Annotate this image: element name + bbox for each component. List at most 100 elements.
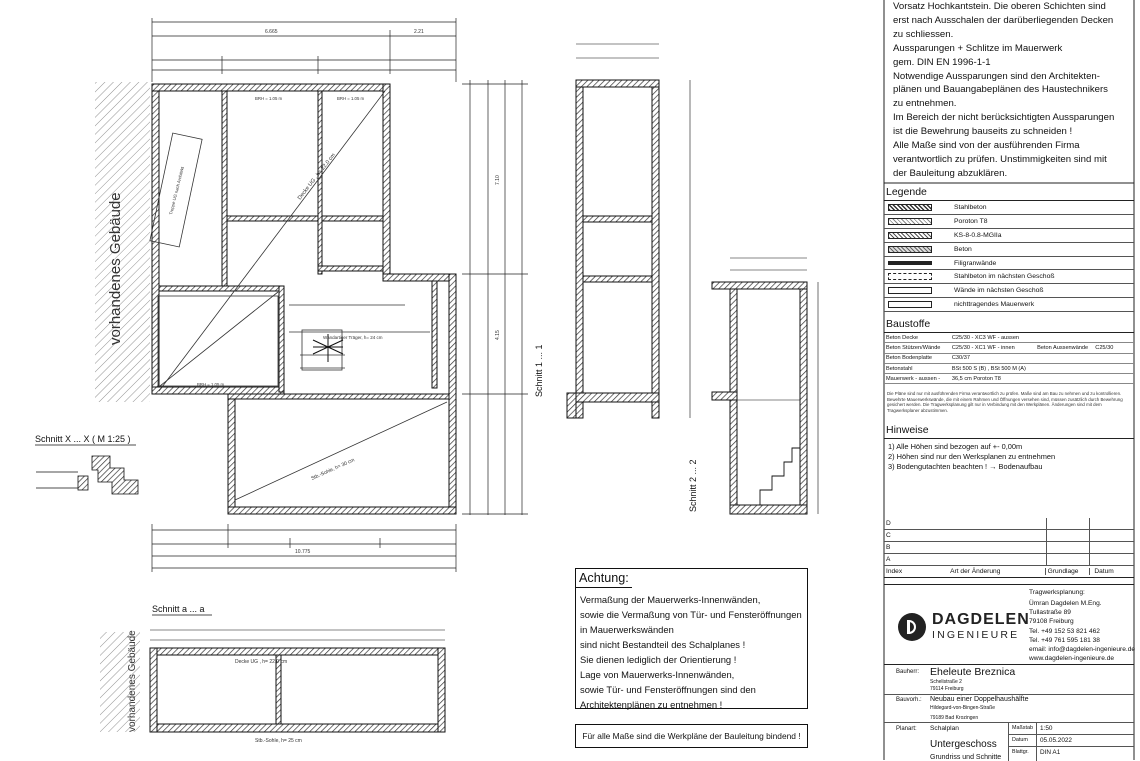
legend-row: Stahlbeton	[884, 201, 1134, 215]
legend-symbol-icon	[888, 231, 932, 239]
revision-row: A	[884, 554, 1134, 566]
note-line: Notwendige Aussparungen sind den Archite…	[893, 70, 1100, 82]
revision-basis	[1046, 518, 1089, 529]
materials-cell: Beton Bodenplatte	[886, 355, 933, 362]
section-1-drawing	[566, 43, 691, 419]
planer-line: Tel. +49 152 53 821 462	[1029, 627, 1100, 635]
materials-cell: C25/30 - XC1 WF - innen	[951, 344, 1015, 351]
legend-symbol-icon	[888, 203, 932, 211]
attention-line: in Mauerwerkswänden	[580, 624, 674, 635]
sohle-label: Stb.-Sohle, h= 30 cm	[310, 457, 355, 482]
hint-item: 1) Alle Höhen sind bezogen auf +- 0,00m	[888, 442, 1023, 451]
bauherr-address-2: 79114 Freiburg	[930, 686, 964, 692]
hints-box: Hinweise 1) Alle Höhen sind bezogen auf …	[884, 424, 1134, 473]
legend-label: KS-8-0.8-MGIIa	[954, 231, 1002, 239]
dimension-lines-right	[462, 80, 528, 515]
section-2-drawing	[711, 257, 819, 515]
dimension-lines-top	[151, 18, 457, 82]
materials-cell: C25/30	[1095, 344, 1114, 351]
legend-label: Stahlbeton im nächsten Geschoß	[954, 273, 1055, 281]
note-line: Im Bereich der nicht berücksichtigten Au…	[893, 112, 1115, 124]
hints-title: Hinweise	[884, 424, 1134, 439]
slab-label-a: Decke UG , h= 22,0 cm	[235, 659, 287, 665]
fine-print: Die Pläne sind nur mit ausführenden Firm…	[887, 391, 1123, 413]
planer-line: www.dagdelen-ingenieure.de	[1029, 655, 1115, 663]
planer-line: Tullastraße 89	[1029, 609, 1071, 617]
plan-subtitle: Grundriss und Schnitte	[930, 754, 1002, 761]
legend-symbol-icon	[888, 273, 932, 281]
revision-date	[1089, 518, 1130, 529]
hint-item: 3) Bodengutachten beachten ! → Bodenaufb…	[888, 462, 1043, 472]
dim-top-left: 6.665	[265, 29, 278, 35]
legend-symbol-icon	[888, 301, 932, 309]
note-line: erst nach Ausschalen der darüberliegende…	[893, 14, 1114, 26]
existing-building-label: vorhandenes Gebäude	[107, 192, 124, 345]
date-label: Datum	[1012, 737, 1028, 743]
project-line-3: 79189 Bad Krozingen	[930, 715, 979, 721]
attention-line: Architektenplänen zu entnehmen !	[580, 699, 723, 710]
logo-subtitle: INGENIEURE	[932, 629, 1020, 641]
revision-date	[1089, 542, 1130, 553]
attention-line: Vermaßung der Mauerwerks-Innenwänden,	[580, 594, 761, 605]
dim-top-right: 2.21	[414, 29, 424, 35]
project-line-2: Hildegard-von-Bingen-Straße	[930, 705, 996, 711]
dagdelen-logo-icon	[898, 613, 926, 641]
note-line: Vorsatz Hochkantstein. Die oberen Schich…	[893, 1, 1106, 12]
brh-label-2: BRH = 1.05 m	[337, 96, 365, 101]
legend-label: Wände im nächsten Geschoß	[954, 287, 1044, 295]
existing-building-hatch	[95, 82, 150, 402]
materials-cell: Beton Stützen/Wände	[886, 344, 941, 351]
materials-cell: Betonstahl	[886, 365, 913, 372]
title-block: Tragwerksplanung: Ümran Dagdelen M.Eng.T…	[884, 584, 1135, 761]
note-line: gem. DIN EN 1996-1-1	[893, 56, 991, 68]
binding-note: Für alle Maße sind die Werkpläne der Bau…	[575, 724, 808, 748]
note-line: Aussparungen + Schlitze im Mauerwerk	[893, 42, 1063, 54]
attention-line: sowie die Vermaßung von Tür- und Fenster…	[580, 609, 802, 620]
revision-basis	[1046, 554, 1089, 565]
section-a-title: Schnitt a ... a	[152, 604, 205, 614]
floor-plan-walls	[151, 83, 457, 515]
sohle-label-a: Stb.-Sohle, h= 25 cm	[255, 738, 302, 744]
section-x-title: Schnitt X ... X ( M 1:25 )	[35, 434, 131, 444]
legend-label: Filigranwände	[954, 259, 997, 267]
note-line: zu schliessen.	[893, 28, 954, 40]
beam-label: Wandartiger Träger, h= 24 cm	[323, 335, 383, 340]
logo-name: DAGDELEN	[932, 611, 1030, 628]
bauherr-label: Bauherr:	[896, 669, 920, 675]
materials-row: Mauerwerk - aussen -36,5 cm Poroton T8	[884, 374, 1134, 385]
legend-row: Beton	[884, 243, 1134, 257]
rev-col-basis: Grundlage	[1044, 568, 1090, 575]
dim-right-h2: 4.15	[495, 330, 501, 340]
legend-row: Stahlbeton im nächsten Geschoß	[884, 270, 1134, 285]
project-label: Bauvorh.:	[896, 697, 922, 703]
revision-index: B	[886, 544, 891, 551]
section-1-title: Schnitt 1 ... 1	[534, 344, 544, 397]
hint-item: 2) Höhen sind nur den Werksplanen zu ent…	[888, 452, 1056, 462]
beam-marker	[312, 334, 344, 362]
materials-row: Beton Stützen/Wände C25/30 - XC1 WF - inn…	[884, 343, 1134, 354]
legend-row: KS-8-0.8-MGIIa	[884, 229, 1134, 243]
legend-row: Poroton T8	[884, 215, 1134, 229]
planer-line: Tel. +49 761 595 181 38	[1029, 636, 1100, 644]
dim-right-h1: 7.10	[495, 175, 501, 185]
attention-line: Lage von Mauerwerks-Innenwänden,	[580, 669, 735, 680]
note-line: zu entnehmen.	[893, 98, 957, 110]
attention-line: Sie dienen lediglich der Orientierung !	[580, 654, 737, 665]
legend-row: Wände im nächsten Geschoß	[884, 284, 1134, 299]
slab-label: Decke UG , h= 22,0 cm	[297, 152, 337, 201]
rev-col-change: Art der Änderung	[950, 568, 1001, 575]
planart-label: Planart:	[896, 726, 917, 732]
note-line: ist die Bewehrung bauseits zu schneiden …	[893, 126, 1073, 138]
legend-row: nichttragendes Mauerwerk	[884, 298, 1134, 313]
note-line: Alle Maße sind von der ausführenden Firm…	[893, 140, 1080, 152]
materials-cell: C30/37	[951, 355, 970, 362]
planer-heading: Tragwerksplanung:	[1029, 589, 1085, 596]
section-x-detail	[36, 455, 139, 495]
revision-basis	[1046, 542, 1089, 553]
scale-value: 1:50	[1040, 725, 1053, 732]
scale-label: Maßstab	[1012, 725, 1033, 731]
revision-basis	[1046, 530, 1089, 541]
attention-box: Achtung: Vermaßung der Mauerwerks-Innenw…	[575, 568, 808, 710]
